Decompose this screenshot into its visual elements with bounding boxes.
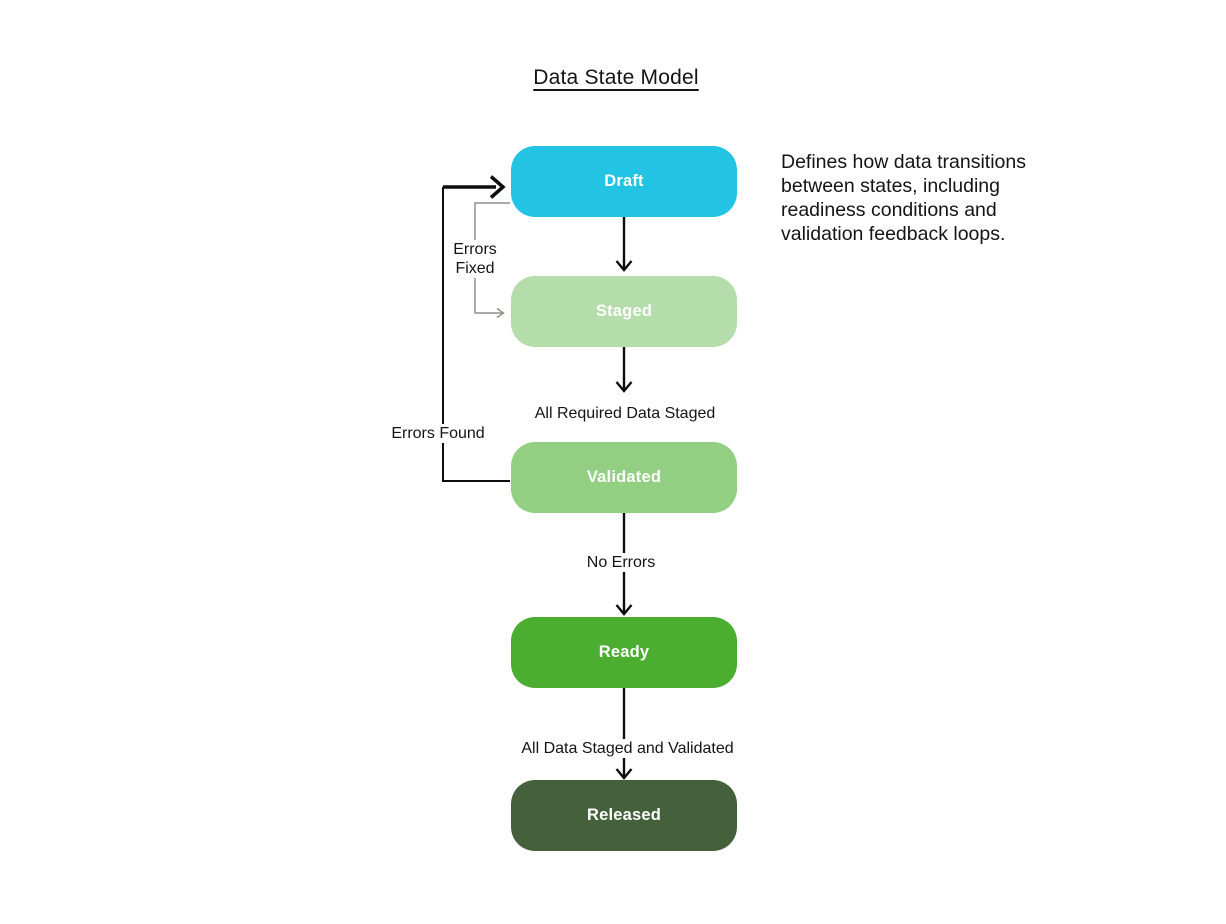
edge-errors-found-path <box>442 187 510 482</box>
edge-errors-fixed-arrowhead <box>496 307 505 319</box>
node-draft-label: Draft <box>604 172 644 190</box>
description-line: Defines how data transitions <box>781 151 1026 173</box>
node-staged: Staged <box>511 276 737 347</box>
node-draft: Draft <box>511 146 737 217</box>
edge-draft-staged-arrowhead <box>615 260 633 272</box>
description-line: readiness conditions and <box>781 199 997 221</box>
node-ready: Ready <box>511 617 737 688</box>
edge-errors-found-arrowhead <box>489 175 506 199</box>
node-ready-label: Ready <box>598 643 650 661</box>
edge-label-no-errors: No Errors <box>547 553 695 572</box>
edge-label-all-data-staged-and-validated: All Data Staged and Validated <box>505 739 750 758</box>
node-staged-label: Staged <box>595 302 653 320</box>
node-validated: Validated <box>511 442 737 513</box>
edge-staged-validated-arrowhead <box>615 381 633 393</box>
node-released: Released <box>511 780 737 851</box>
edge-validated-ready-arrowhead <box>615 604 633 616</box>
description-line: validation feedback loops. <box>781 223 1006 245</box>
diagram-description: Defines how data transitions between sta… <box>781 150 1081 246</box>
node-released-label: Released <box>586 806 662 824</box>
diagram-title: Data State Model <box>533 66 699 89</box>
description-line: between states, including <box>781 175 1000 197</box>
edge-label-errors-found: Errors Found <box>388 424 488 443</box>
edge-label-errors-fixed: Errors Fixed <box>447 240 503 278</box>
node-validated-label: Validated <box>586 468 662 486</box>
edge-ready-released-arrowhead <box>615 768 633 780</box>
edge-label-all-required-data-staged: All Required Data Staged <box>511 404 739 423</box>
